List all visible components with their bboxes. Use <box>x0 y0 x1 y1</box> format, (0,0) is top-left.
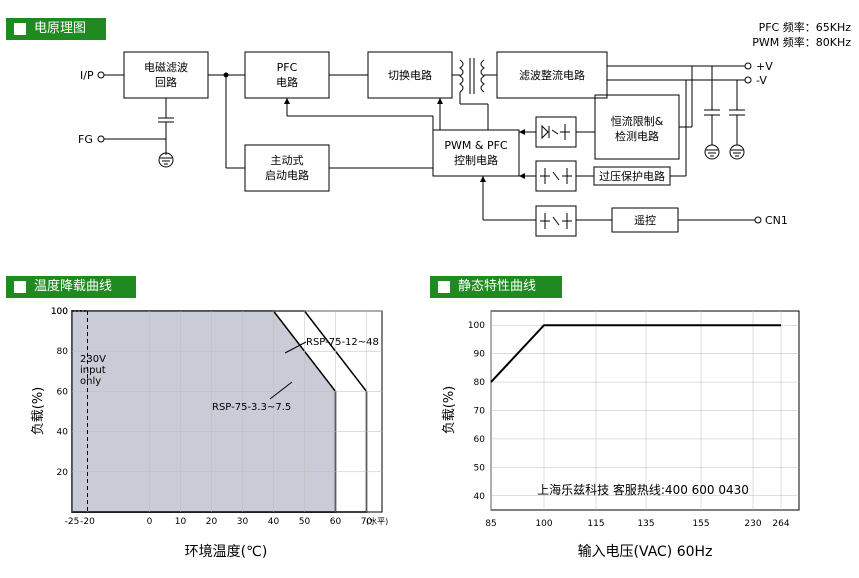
y-tick-label: 40 <box>57 428 69 438</box>
ovp-label: 过压保护电路 <box>599 169 665 183</box>
cc-label-1: 恒流限制& <box>611 114 664 128</box>
fg-label: FG <box>78 133 93 146</box>
x-axis-label: 环境温度(℃) <box>185 544 268 560</box>
pwm-label-1: PWM & PFC <box>444 139 508 152</box>
annotation-230v: input <box>80 365 106 376</box>
x-tick-label: 135 <box>637 519 654 529</box>
x-tick-label: 155 <box>692 519 709 529</box>
y-tick-label: 50 <box>474 463 486 473</box>
series-label-12-48: RSP-75-12~48 <box>306 337 379 348</box>
y-tick-label: 100 <box>51 307 68 317</box>
x-tick-label: 0 <box>147 517 153 527</box>
square-bullet-icon <box>438 281 450 293</box>
pfc-frequency: PFC 频率：65KHz <box>758 21 851 34</box>
x-tick-label: -20 <box>80 517 95 527</box>
series-line <box>490 324 781 383</box>
annotation-230v: 230V <box>80 354 106 365</box>
pfc-label-1: PFC <box>277 61 298 74</box>
x-tick-label: 115 <box>587 519 604 529</box>
section-header-block-diagram: 电原理图 <box>6 18 106 40</box>
y-tick-label: 100 <box>468 321 485 331</box>
x-tick-label: 264 <box>772 519 789 529</box>
ground-icon <box>729 144 745 160</box>
x-tick-label: 100 <box>535 519 552 529</box>
x-tick-label: 10 <box>175 517 187 527</box>
annotation-230v: only <box>80 376 101 387</box>
y-tick-label: 60 <box>57 387 69 397</box>
section-title: 电原理图 <box>34 21 87 36</box>
pfc-label-2: 电路 <box>276 76 298 89</box>
x-axis-label: 输入电压(VAC) 60Hz <box>578 544 713 560</box>
series-label-3-3-7-5: RSP-75-3.3~7.5 <box>212 402 291 413</box>
ground-icon <box>158 152 174 168</box>
x-tick-label: 20 <box>206 517 218 527</box>
x-tick-label: 60 <box>330 517 342 527</box>
section-header-derating: 温度降载曲线 <box>6 276 136 298</box>
y-tick-label: 90 <box>474 350 486 360</box>
section-header-static: 静态特性曲线 <box>430 276 562 298</box>
y-tick-label: 40 <box>474 492 486 502</box>
emi-label-1: 电磁滤波 <box>144 61 188 74</box>
pwm-frequency: PWM 频率：80KHz <box>752 36 851 49</box>
pwm-control-box <box>432 129 520 177</box>
watermark-text: 上海乐兹科技 客服热线:400 600 0430 <box>537 482 749 497</box>
frequency-info: PFC 频率：65KHz PWM 频率：80KHz <box>752 20 851 50</box>
block-diagram: I/P FG 电磁滤波 回路 PFC 电路 切换电路 滤波整流电路 主动式 启动… <box>78 51 788 237</box>
vminus-label: -V <box>756 74 767 87</box>
optocoupler-icon <box>540 168 572 184</box>
y-axis-label: 负载(%) <box>31 387 46 436</box>
active-label-1: 主动式 <box>271 154 304 167</box>
square-bullet-icon <box>14 281 26 293</box>
x-tick-label: 40 <box>268 517 280 527</box>
switch-label: 切换电路 <box>388 68 432 82</box>
emi-filter-box <box>123 51 209 99</box>
y-axis-label: 负载(%) <box>442 386 457 435</box>
ip-label: I/P <box>80 69 94 82</box>
ground-icon <box>704 144 720 160</box>
y-tick-label: 60 <box>474 435 486 445</box>
x-tick-label: 30 <box>237 517 249 527</box>
y-tick-label: 70 <box>474 407 486 417</box>
y-tick-label: 80 <box>474 378 486 388</box>
x-tick-label: 230 <box>744 519 761 529</box>
y-tick-label: 100 <box>51 307 68 317</box>
active-start-box <box>244 144 330 192</box>
x-tick-label: 85 <box>485 519 496 529</box>
opto-3-box <box>535 205 577 237</box>
section-title: 静态特性曲线 <box>458 279 537 294</box>
cc-label-2: 检测电路 <box>615 129 659 143</box>
optocoupler-icon <box>541 124 570 140</box>
optocoupler-icon <box>540 213 572 229</box>
leader-line <box>284 341 307 354</box>
y-tick-label: 20 <box>57 468 69 478</box>
x-tick-label: -25 <box>65 517 80 527</box>
y-tick-label: 80 <box>57 347 69 357</box>
rect-label: 滤波整流电路 <box>519 68 585 82</box>
x-tick-label: 70 <box>361 517 373 527</box>
leader-line <box>269 381 293 400</box>
active-label-2: 启动电路 <box>265 169 309 182</box>
series-area-3-3-7-5 <box>71 310 337 513</box>
vplus-label: +V <box>756 60 773 73</box>
pfc-box <box>244 51 330 99</box>
cn1-label: CN1 <box>765 214 788 227</box>
x-unit-note: (水平) <box>366 516 388 526</box>
static-characteristic-chart: 40 50 60 70 80 90 100 85 100 115 135 155 230 264 上海乐兹科… <box>442 310 800 560</box>
remote-label: 遥控 <box>634 213 656 227</box>
arrow-icon <box>284 98 525 182</box>
section-title: 温度降载曲线 <box>34 279 113 294</box>
x-tick-label: 50 <box>299 517 311 527</box>
square-bullet-icon <box>14 23 26 35</box>
emi-label-2: 回路 <box>155 76 177 89</box>
pwm-label-2: 控制电路 <box>454 153 498 167</box>
